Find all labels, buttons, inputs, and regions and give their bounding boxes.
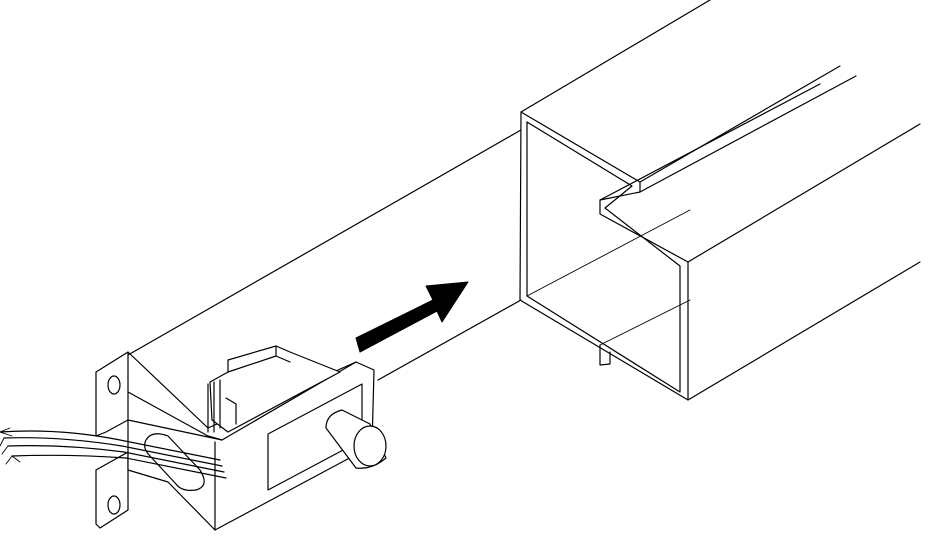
insert-direction-arrow [355, 281, 469, 353]
bracket-upper-hole [107, 375, 121, 395]
lead-wires [0, 427, 227, 479]
lead-wire-2 [3, 437, 223, 467]
switch-housing-top [227, 345, 291, 373]
channel-profile [519, 0, 921, 401]
bracket-lower-hole [107, 495, 121, 515]
bracket-lower-ear [95, 451, 129, 529]
projection-line-lower [377, 299, 522, 381]
channel-end-face [519, 111, 689, 401]
lead-wire-1 [0, 430, 221, 461]
lead-wire-3 [7, 445, 225, 473]
channel-top-groove-b [639, 75, 857, 193]
channel-top-groove-a [639, 65, 841, 183]
channel-projection-lines [127, 129, 522, 381]
lead-wire-strands [0, 427, 21, 465]
channel-end-face-inner [526, 121, 681, 393]
switch-terminal-lugs [207, 379, 237, 433]
mounting-bracket-assembly [95, 345, 387, 531]
channel-upper-side-edge [687, 123, 921, 263]
channel-top-groove-c [599, 83, 821, 201]
channel-lower-slot [599, 344, 611, 366]
bracket-bend [127, 391, 223, 441]
channel-top-edge [520, 0, 711, 113]
switch-plunger-tip [353, 425, 387, 467]
channel-lower-side-edge [687, 261, 921, 401]
channel-inner-shelf [526, 209, 691, 346]
lead-wire-4 [11, 454, 227, 479]
projection-line-upper [127, 129, 522, 356]
